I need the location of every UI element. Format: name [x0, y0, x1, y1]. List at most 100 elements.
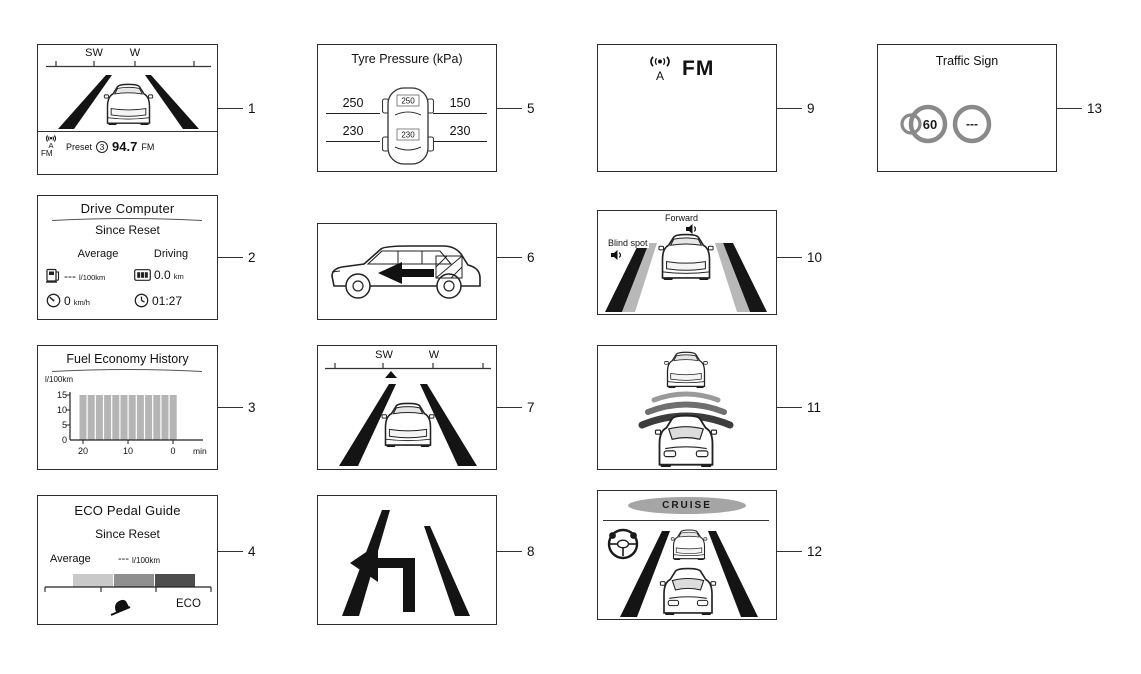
odometer-icon: [134, 269, 151, 281]
callout-line: [497, 550, 522, 552]
fm-antenna-icon: A: [45, 135, 57, 149]
callout-7: 7: [497, 399, 535, 415]
average-label: Average: [50, 553, 91, 565]
average-fuel-value: ---: [118, 553, 129, 565]
left-turn-arrow-icon: [350, 544, 415, 612]
car-rear-illustration: [658, 233, 714, 280]
average-speed-value: 0: [64, 293, 71, 308]
radar-wave: [645, 401, 727, 415]
callout-line: [777, 256, 802, 258]
cruise-indicator: CRUISE: [628, 497, 746, 514]
rear-left-underline: [326, 141, 380, 142]
fm-antenna-icon: A: [650, 56, 670, 83]
own-car-illustration: [659, 567, 717, 615]
forward-speaker-icon: [686, 224, 697, 234]
panel-compass-display: SW W: [317, 345, 497, 470]
driving-time-value: 01:27: [152, 293, 183, 308]
x-tick-label: 0: [170, 446, 175, 456]
panel-turn-guidance: [317, 495, 497, 625]
average-fuel-readout: --- l/100km: [118, 553, 160, 565]
callout-number: 1: [248, 100, 256, 116]
average-fuel-unit: l/100km: [132, 556, 161, 565]
fuel-history-chart: 15 10 5 0 20 10 0 min: [57, 390, 207, 456]
callout-number: 7: [527, 399, 535, 415]
callout-3: 3: [218, 399, 256, 415]
radar-wave: [651, 391, 721, 403]
y-tick-label: 15: [57, 390, 67, 400]
speed-limit-sign: [908, 104, 948, 144]
callout-number: 8: [527, 543, 535, 559]
driving-distance-value: 0.0: [154, 268, 171, 282]
callout-number: 5: [527, 100, 535, 116]
panel-drive-computer: Drive Computer Since Reset Average Drivi…: [37, 195, 218, 320]
airflow-arrow-icon: [378, 262, 434, 284]
drive-computer-title: Drive Computer: [80, 201, 175, 216]
callout-2: 2: [218, 249, 256, 265]
callout-line: [497, 406, 522, 408]
eco-pedal-guide-title: ECO Pedal Guide: [74, 503, 181, 518]
callout-8: 8: [497, 543, 535, 559]
panel-vehicle-ventilation: [317, 223, 497, 320]
front-left-pressure-value: 250: [342, 96, 364, 110]
car-rear-illustration: [103, 83, 154, 125]
rear-left-pressure-value: 230: [342, 124, 364, 138]
callout-number: 12: [807, 543, 823, 559]
radio-preset-info: Preset 3 94.7 FM: [66, 139, 154, 154]
callout-line: [777, 107, 802, 109]
suv-side-view-illustration: [331, 245, 481, 299]
callout-4: 4: [218, 543, 256, 559]
front-right-underline: [433, 113, 487, 114]
no-sign-detected-circle: [952, 104, 992, 144]
antenna-letter: A: [656, 69, 664, 83]
tyre-pressure-title: Tyre Pressure (kPa): [351, 52, 463, 66]
callout-line: [218, 550, 243, 552]
car-front-pressure-value: 250: [401, 97, 415, 106]
clock-icon: [134, 293, 149, 308]
panel-forward-collision-warning: [597, 345, 777, 470]
compass-direction-w: W: [428, 349, 440, 361]
car-ahead-illustration: [664, 351, 708, 388]
callout-line: [218, 406, 243, 408]
panel-warning-audio-display: Forward Blind spot: [597, 210, 777, 315]
antenna-letter: A: [48, 141, 53, 149]
panel-cruise-control-display: CRUISE: [597, 490, 777, 620]
average-column-header: Average: [77, 248, 119, 260]
y-tick-label: 5: [62, 420, 67, 430]
callout-line: [497, 256, 522, 258]
speedometer-icon: [46, 293, 61, 308]
since-reset-label: Since Reset: [95, 223, 160, 237]
road-ahead-illustration: [339, 384, 477, 466]
x-tick-label: 20: [78, 446, 88, 456]
since-reset-label: Since Reset: [95, 527, 160, 541]
panel-traffic-sign-recognition: Traffic Sign 60 ---: [877, 44, 1057, 172]
callout-number: 13: [1087, 100, 1103, 116]
own-car-illustration: [654, 414, 718, 467]
frequency-value: 94.7: [112, 139, 138, 154]
callout-number: 3: [248, 399, 256, 415]
callout-13: 13: [1057, 100, 1102, 116]
preset-label: Preset: [66, 141, 93, 152]
x-tick-label: 10: [123, 446, 133, 456]
forward-label: Forward: [664, 213, 700, 223]
callout-line: [1057, 107, 1082, 109]
panel-compass-audio-display: SW W A FM Preset 3: [37, 44, 218, 175]
fuel-history-bars: [79, 395, 177, 440]
average-speed-readout: 0 km/h: [46, 293, 90, 308]
panel-eco-pedal-guide: ECO Pedal Guide Since Reset Average --- …: [37, 495, 218, 625]
pedal-foot-icon: [110, 599, 131, 616]
car-rear-pressure-value: 230: [401, 131, 415, 140]
eco-gauge: [44, 574, 212, 592]
x-axis-unit-label: min: [193, 446, 207, 456]
callout-number: 10: [807, 249, 823, 265]
y-tick-label: 0: [62, 435, 67, 445]
title-underline: [51, 218, 203, 221]
no-sign-value: ---: [966, 117, 978, 131]
callout-line: [777, 406, 802, 408]
average-speed-unit: km/h: [73, 298, 90, 307]
divider-line: [603, 520, 769, 521]
callout-line: [218, 107, 243, 109]
compass-direction-w: W: [129, 47, 141, 59]
compass-direction-sw: SW: [85, 47, 103, 59]
callout-number: 4: [248, 543, 256, 559]
y-tick-label: 10: [57, 405, 67, 415]
